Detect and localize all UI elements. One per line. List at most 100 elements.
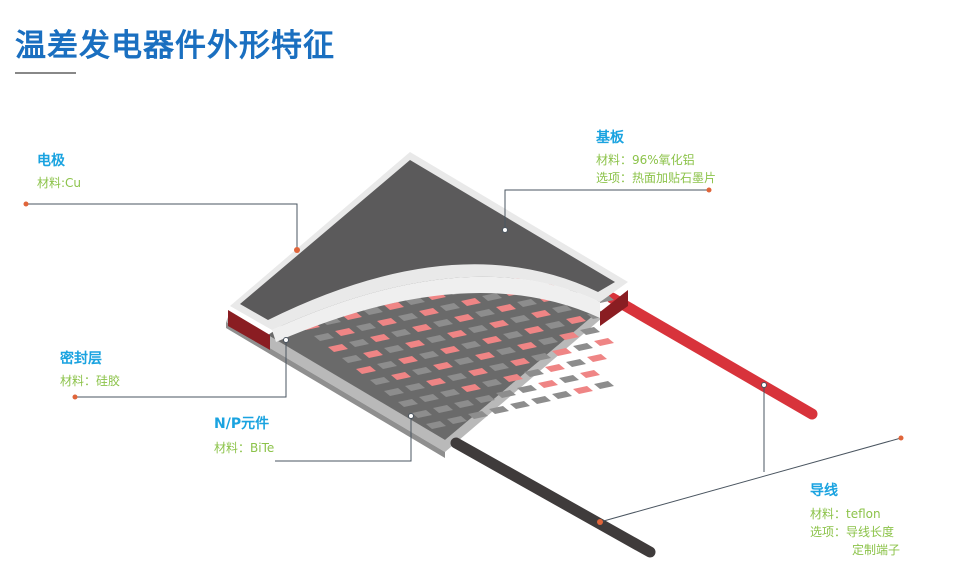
substrate-material: 材料：96%氧化铝	[596, 153, 695, 167]
electrode-tile	[391, 372, 411, 380]
np-element	[510, 401, 530, 409]
seal-material: 材料：硅胶	[60, 374, 121, 388]
np-element	[594, 381, 614, 389]
wire-option-terminal: 定制端子	[852, 543, 901, 557]
electrode-tile	[524, 326, 544, 334]
np-element	[370, 377, 390, 385]
np-element	[552, 305, 572, 313]
np-element	[356, 323, 376, 331]
wire-label: 导线	[810, 483, 838, 499]
substrate-label: 基板	[596, 130, 624, 146]
np-element	[419, 394, 439, 402]
np-element	[531, 353, 551, 361]
electrode-tile	[580, 370, 600, 378]
electrode-tile	[468, 368, 488, 376]
np-element	[405, 383, 425, 391]
electrode-tile	[566, 316, 586, 324]
seal-layer	[228, 310, 270, 350]
np-element	[454, 400, 474, 408]
np-element	[412, 367, 432, 375]
np-element	[482, 379, 502, 387]
electrode-tile	[440, 346, 460, 354]
np-element	[454, 357, 474, 365]
np-element	[349, 339, 369, 347]
title-underline	[15, 72, 76, 74]
np-element	[426, 421, 446, 429]
np-element	[517, 299, 537, 307]
np-element-label: N/P元件	[214, 416, 270, 432]
electrode-tile	[496, 304, 516, 312]
np-element	[573, 343, 593, 351]
np-element	[475, 395, 495, 403]
electrode-tile	[405, 340, 425, 348]
black-wire	[450, 437, 656, 558]
electrode-tile	[356, 366, 376, 374]
np-element	[580, 327, 600, 335]
electrode-tile	[517, 342, 537, 350]
np-element	[447, 416, 467, 424]
bottom-substrate	[226, 310, 602, 452]
electrode-tile	[503, 374, 523, 382]
electrode-tile	[538, 380, 558, 388]
np-element	[496, 347, 516, 355]
electrode-tile	[363, 350, 383, 358]
electrode-tile	[552, 348, 572, 356]
substrate-option: 选项：热面加贴石墨片	[596, 171, 717, 185]
np-element	[538, 337, 558, 345]
np-element	[440, 303, 460, 311]
np-element	[496, 390, 516, 398]
electrode-tile	[559, 332, 579, 340]
np-element	[489, 363, 509, 371]
np-element	[482, 293, 502, 301]
np-element	[447, 373, 467, 381]
np-element	[524, 369, 544, 377]
seal-label: 密封层	[60, 351, 102, 367]
np-element	[559, 375, 579, 383]
page-title: 温差发电器件外形特征	[15, 28, 335, 64]
np-element	[342, 355, 362, 363]
electrode-tile	[531, 310, 551, 318]
np-element	[461, 341, 481, 349]
np-element	[426, 335, 446, 343]
electrode-tile	[461, 384, 481, 392]
np-element	[398, 399, 418, 407]
np-element	[489, 406, 509, 414]
red-wire	[606, 292, 818, 420]
electrode-tile	[475, 352, 495, 360]
electrode-tile	[377, 318, 397, 326]
electrode-tile	[447, 330, 467, 338]
electrode-tile	[398, 356, 418, 364]
np-element	[503, 331, 523, 339]
np-element	[468, 411, 488, 419]
electrode-tile	[573, 386, 593, 394]
electrode-material: 材料:Cu	[37, 176, 82, 190]
np-element	[468, 325, 488, 333]
electrode-tile	[489, 320, 509, 328]
electrode-label: 电极	[37, 153, 65, 169]
electrode-tile	[412, 324, 432, 332]
np-element	[531, 396, 551, 404]
np-element-material: 材料：BiTe	[214, 441, 275, 455]
electrode-tile	[419, 308, 439, 316]
np-element	[545, 321, 565, 329]
np-element	[433, 319, 453, 327]
np-element	[384, 388, 404, 396]
np-element	[391, 329, 411, 337]
np-element	[517, 385, 537, 393]
electrode-tile	[426, 378, 446, 386]
electrode-tile	[454, 314, 474, 322]
electrode-tile	[594, 338, 614, 346]
np-element	[552, 391, 572, 399]
electrode-tile	[461, 298, 481, 306]
electrode-tile	[370, 334, 390, 342]
wire-option: 选项：导线长度	[810, 525, 895, 539]
electrode-tile	[482, 336, 502, 344]
electrode-tile	[328, 344, 348, 352]
np-element	[475, 309, 495, 317]
np-element	[566, 359, 586, 367]
np-element	[440, 389, 460, 397]
np-element	[412, 410, 432, 418]
np-element	[433, 405, 453, 413]
np-element	[419, 351, 439, 359]
